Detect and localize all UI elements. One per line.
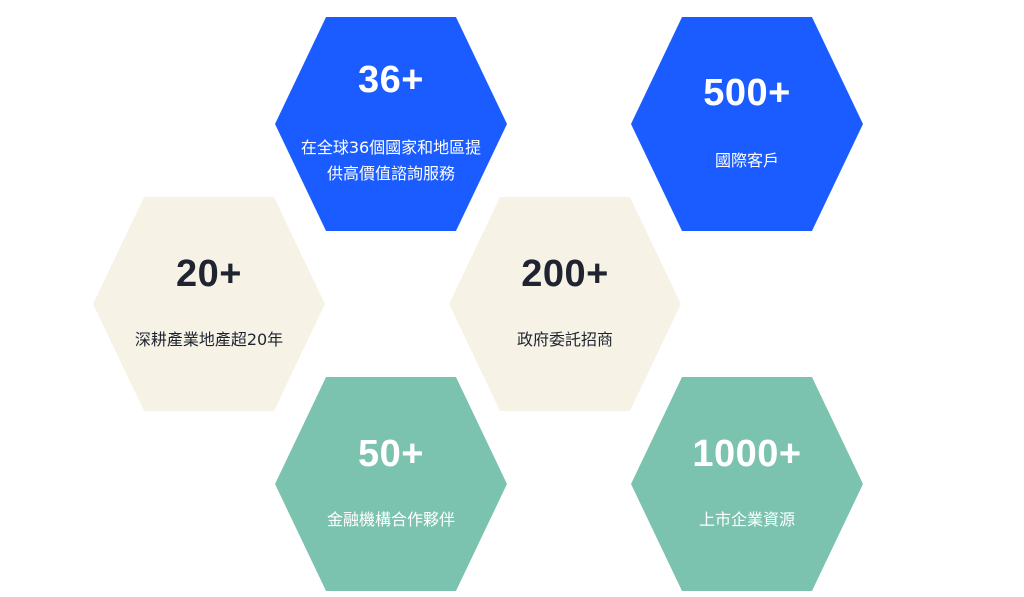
stat-hexagon-years-experience: 20+ 深耕產業地產超20年: [93, 197, 325, 411]
stat-value: 1000+: [692, 433, 802, 475]
stat-hexagon-government-projects: 200+ 政府委託招商: [449, 197, 681, 411]
stat-description: 深耕產業地產超20年: [134, 330, 284, 349]
stat-hexagon-countries: 36+ 在全球36個國家和地區提供高價值諮詢服務: [275, 17, 507, 231]
stat-hexagon-listed-companies: 1000+ 上市企業資源: [631, 377, 863, 591]
stat-description: 上市企業資源: [698, 510, 795, 529]
stat-value: 500+: [703, 72, 791, 114]
stat-hexagon-financial-partners: 50+ 金融機構合作夥伴: [275, 377, 507, 591]
stat-description: 政府委託招商: [516, 330, 613, 349]
stat-description: 金融機構合作夥伴: [326, 510, 455, 529]
stat-value: 200+: [521, 253, 609, 295]
stat-value: 36+: [358, 59, 424, 101]
stat-value: 50+: [358, 433, 424, 475]
stat-description: 國際客戶: [714, 151, 779, 170]
stat-value: 20+: [176, 253, 242, 295]
stat-description: 在全球36個國家和地區提供高價值諮詢服務: [300, 138, 482, 183]
stat-hexagon-international-clients: 500+ 國際客戶: [631, 17, 863, 231]
